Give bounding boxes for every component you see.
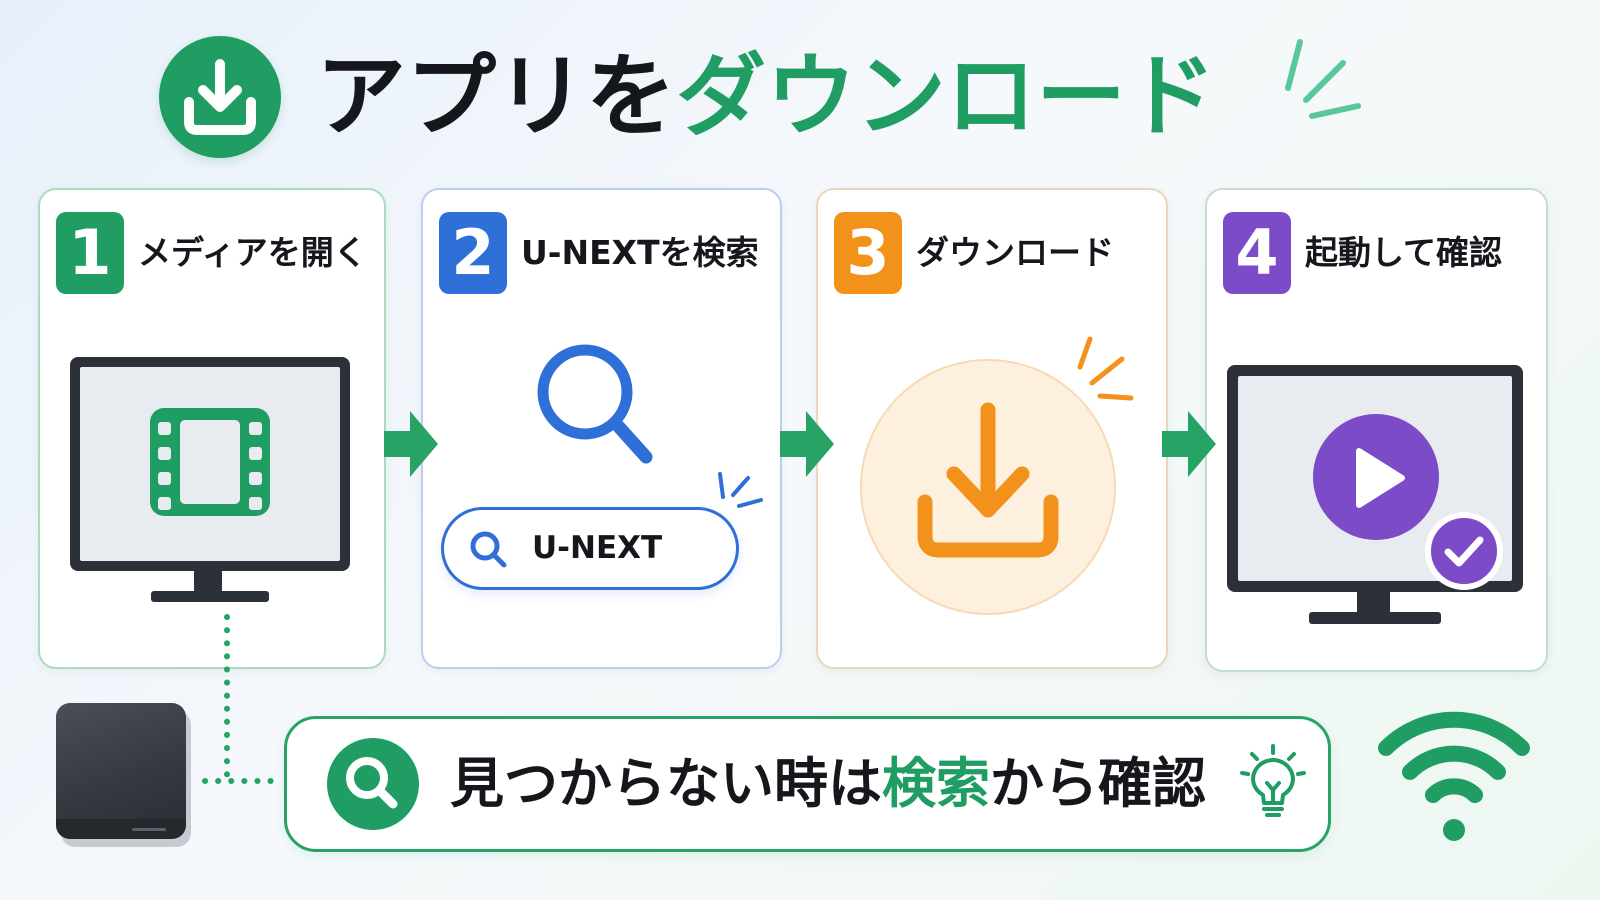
download-sparkle-icon: [1077, 336, 1134, 401]
tip-text-part1: 見つからない時は: [450, 752, 882, 815]
play-icon: [1313, 414, 1439, 540]
step-label-1: メディアを開く: [138, 233, 367, 272]
search-bar-value: U-NEXT: [532, 530, 663, 566]
step-number-badge-3: 3: [834, 212, 902, 294]
dotted-connector-line: [202, 614, 285, 784]
arrow-right-icon: [780, 411, 834, 477]
step-card-2: 2 U-NEXTを検索 U-NEXT: [421, 188, 782, 669]
tip-text: 見つからない時は検索から確認: [450, 719, 1206, 849]
monitor-stand-base: [151, 591, 269, 602]
page-title: アプリをダウンロード: [316, 22, 1216, 172]
streaming-box-slot: [132, 828, 166, 831]
streaming-box-front: [56, 819, 186, 839]
search-bar-mock: U-NEXT: [441, 507, 739, 590]
arrow-right-icon: [384, 411, 438, 477]
monitor-stand-neck: [194, 571, 222, 592]
step-label-4: 起動して確認: [1305, 233, 1503, 272]
title-download-badge: [159, 36, 281, 158]
title-text-green: ダウンロード: [676, 44, 1216, 149]
title-text-dark: アプリを: [316, 44, 676, 149]
wifi-icon: [1378, 711, 1530, 841]
step-card-4: 4 起動して確認: [1205, 188, 1548, 672]
tip-banner: 見つからない時は検索から確認: [284, 716, 1331, 852]
tip-search-badge: [327, 738, 419, 830]
monitor-icon: [70, 357, 350, 602]
lightbulb-icon: [1240, 744, 1306, 817]
streaming-box-icon: [56, 703, 186, 839]
search-illustration: [537, 344, 763, 508]
step-number-badge-4: 4: [1223, 212, 1291, 294]
step-number-badge-1: 1: [56, 212, 124, 294]
tip-text-part3: から確認: [990, 752, 1206, 815]
check-icon: [1425, 512, 1503, 590]
arrow-right-icon: [1162, 411, 1216, 477]
monitor-stand-neck: [1357, 592, 1390, 613]
search-icon: [537, 344, 653, 464]
monitor-stand-base: [1309, 612, 1441, 624]
step-label-3: ダウンロード: [916, 233, 1114, 272]
monitor-icon: [1227, 365, 1523, 624]
step-label-2: U-NEXTを検索: [521, 233, 759, 272]
search-sparkle-icon: [718, 472, 763, 508]
title-sparkle-icon: [1285, 39, 1361, 119]
download-illustration: [860, 336, 1134, 615]
film-icon: [150, 408, 270, 516]
step-card-3: 3 ダウンロード: [816, 188, 1168, 669]
download-icon: [917, 402, 1059, 558]
step-card-1: 1 メディアを開く: [38, 188, 386, 669]
search-icon: [346, 757, 398, 809]
tip-text-highlight: 検索: [882, 752, 990, 815]
search-icon: [470, 531, 507, 568]
download-icon: [184, 59, 256, 135]
step-number-badge-2: 2: [439, 212, 507, 294]
